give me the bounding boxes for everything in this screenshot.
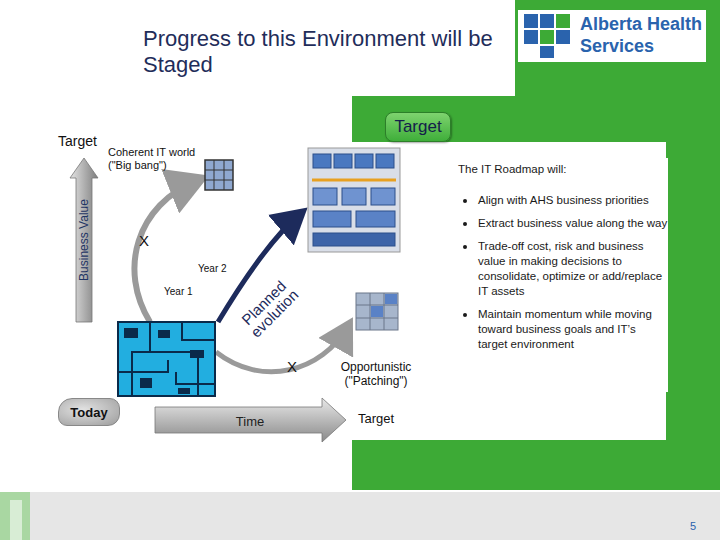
block (313, 154, 331, 168)
image-frame (118, 322, 215, 396)
block (313, 233, 395, 246)
axis-label: Target (358, 411, 410, 426)
image-frame (308, 148, 400, 252)
small-block (158, 330, 170, 338)
today-blob: Today (58, 398, 120, 426)
grid-line (356, 305, 398, 306)
small-block (178, 388, 190, 394)
block (376, 154, 394, 168)
small-block (140, 378, 152, 388)
time-arrow (155, 398, 346, 442)
small-block (190, 350, 204, 358)
bullet-text: Extract business value along the way (478, 216, 668, 231)
year-label: Year 2 (198, 263, 238, 274)
tangled-lines (118, 322, 215, 396)
x-mark: X (139, 232, 159, 249)
ahs-logo-mark (524, 14, 570, 58)
logo-text: Alberta Health Services (580, 13, 706, 57)
patch-block (385, 294, 397, 304)
logo-square (556, 14, 570, 28)
block (313, 188, 337, 205)
bullet-dot (463, 199, 467, 203)
small-block (124, 328, 138, 338)
bottom-band (0, 492, 720, 540)
x-mark: X (287, 358, 307, 375)
opportunistic-arrow (216, 326, 348, 372)
axis-label: Time (220, 414, 280, 429)
big-bang-icon (205, 160, 233, 190)
bullet-row: Trade-off cost, risk and business value … (452, 239, 668, 299)
axis-title: Business Value (76, 160, 92, 320)
bullet-dot (463, 313, 467, 317)
business-value-arrow (70, 158, 98, 322)
logo-backing (518, 10, 706, 62)
block (334, 154, 352, 168)
roadmap-panel: The IT Roadmap will: Align with AHS busin… (452, 158, 668, 392)
logo-square (524, 14, 538, 28)
node-text: Target (394, 117, 441, 137)
slide-title: Progress to this Environment will be Sta… (143, 26, 528, 78)
block (371, 188, 395, 205)
state-label: Opportunistic ("Patching") (326, 360, 426, 388)
logo-square (556, 30, 570, 44)
image-frame (356, 293, 398, 330)
bullet-row: Align with AHS business priorities (452, 193, 668, 208)
bullet-dot (463, 245, 467, 249)
bus-line (312, 179, 396, 182)
patch-block (371, 306, 383, 317)
block (355, 154, 373, 168)
green-block-top (515, 0, 720, 96)
icon-line (205, 170, 233, 171)
icon-line (205, 180, 233, 181)
state-label: Coherent IT world ("Big bang") (108, 146, 220, 172)
bullet-row: Maintain momentum while moving toward bu… (452, 307, 668, 352)
logo-square (540, 46, 554, 58)
big-bang-arrow (134, 180, 198, 322)
icon-frame (205, 160, 233, 190)
logo-square (540, 30, 554, 44)
grid-line (370, 293, 371, 330)
block (356, 211, 395, 227)
target-tag: Target (385, 112, 451, 142)
bullet-dot (463, 222, 467, 226)
bullet-row: Extract business value along the way (452, 216, 668, 231)
target-architecture-image (308, 148, 400, 252)
bullet-text: Trade-off cost, risk and business value … (478, 239, 668, 299)
strip-notch (10, 500, 22, 540)
year-label: Year 1 (164, 286, 204, 297)
icon-line (224, 160, 225, 190)
logo-square (524, 30, 538, 44)
bottom-left-strip (0, 492, 30, 540)
page-number: 5 (690, 520, 710, 532)
patched-image (356, 293, 398, 330)
block (342, 188, 366, 205)
grid-line (356, 318, 398, 319)
green-block (352, 96, 720, 490)
block (313, 211, 351, 227)
bullet-text: Align with AHS business priorities (478, 193, 668, 208)
grid-line (384, 293, 385, 330)
logo-square (540, 14, 554, 28)
node-text: Today (70, 405, 107, 420)
panel-heading: The IT Roadmap will: (458, 162, 668, 177)
icon-line (214, 160, 215, 190)
bullet-text: Maintain momentum while moving toward bu… (478, 307, 668, 352)
current-state-image (118, 322, 215, 396)
